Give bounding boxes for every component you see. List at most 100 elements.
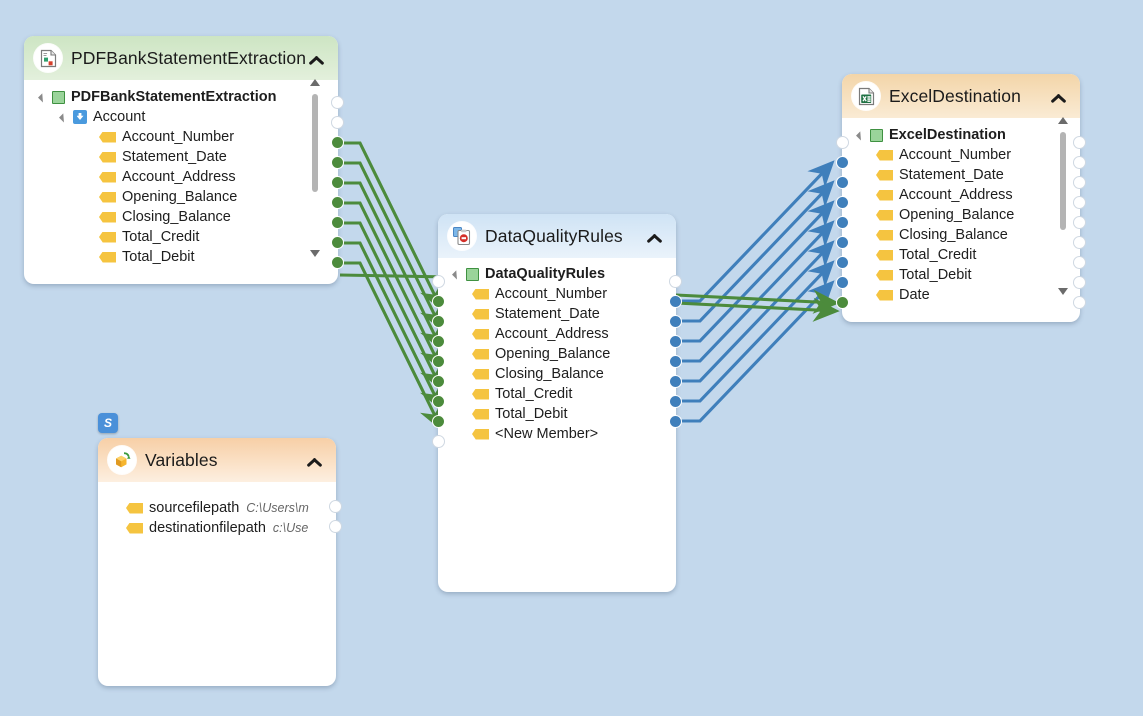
port-out-2[interactable] — [1073, 196, 1086, 209]
expander-icon[interactable] — [38, 90, 52, 104]
port-in-3[interactable] — [836, 216, 849, 229]
port-out-6[interactable] — [669, 415, 682, 428]
port-in-5[interactable] — [836, 256, 849, 269]
port-in-6[interactable] — [432, 415, 445, 428]
tree-row-root[interactable]: ExcelDestination — [842, 125, 1080, 145]
expander-icon[interactable] — [452, 267, 466, 281]
tree-row-field[interactable]: Total_Debit — [438, 404, 676, 424]
node-header[interactable]: ExcelDestination — [842, 74, 1080, 118]
port-out-6[interactable] — [1073, 276, 1086, 289]
tree-row-field[interactable]: Account_Number — [24, 127, 338, 147]
expander-icon[interactable] — [856, 128, 870, 142]
chevron-up-icon[interactable] — [1048, 86, 1068, 106]
node-header[interactable]: PDFBankStatementExtraction — [24, 36, 338, 80]
chevron-up-icon[interactable] — [306, 48, 326, 68]
node-data-quality-rules[interactable]: DataQualityRules DataQualityRules Accoun… — [432, 214, 682, 592]
tree-row-field[interactable]: Closing_Balance — [438, 364, 676, 384]
port-out-5[interactable] — [669, 395, 682, 408]
tree-row-field[interactable]: Statement_Date — [24, 147, 338, 167]
tree-row-field[interactable]: Closing_Balance — [24, 207, 338, 227]
port-in-0[interactable] — [432, 295, 445, 308]
tree-row-field[interactable]: Opening_Balance — [24, 187, 338, 207]
port-out-4[interactable] — [331, 216, 344, 229]
port-out-1[interactable] — [331, 156, 344, 169]
port-out-0[interactable] — [1073, 156, 1086, 169]
port-out-1[interactable] — [1073, 176, 1086, 189]
port-root-in[interactable] — [432, 275, 445, 288]
port-in-5[interactable] — [432, 395, 445, 408]
tree-row-field[interactable]: <New Member> — [438, 424, 676, 444]
tree-row-field[interactable]: Total_Credit — [438, 384, 676, 404]
tree-row-field[interactable]: Total_Debit — [24, 247, 338, 267]
port-root-out[interactable] — [331, 96, 344, 109]
port-in-6[interactable] — [836, 276, 849, 289]
vertical-scrollbar[interactable] — [1056, 117, 1070, 295]
tree-row-field[interactable]: Account_Number — [438, 284, 676, 304]
port-sourcefilepath-out[interactable] — [329, 500, 342, 513]
tree-row-root[interactable]: DataQualityRules — [438, 264, 676, 284]
port-in-1[interactable] — [836, 176, 849, 189]
port-out-1[interactable] — [669, 315, 682, 328]
port-out-4[interactable] — [1073, 236, 1086, 249]
tree-row-field[interactable]: Statement_Date — [842, 165, 1080, 185]
tree-row-field[interactable]: Account_Address — [438, 324, 676, 344]
tree-row-field[interactable]: Date — [842, 285, 1080, 305]
port-out-3[interactable] — [669, 355, 682, 368]
node-header[interactable]: DataQualityRules — [438, 214, 676, 258]
scrollbar-thumb[interactable] — [1060, 132, 1066, 230]
port-in-4[interactable] — [836, 236, 849, 249]
port-out-7[interactable] — [1073, 296, 1086, 309]
port-root-out[interactable] — [1073, 136, 1086, 149]
port-in-4[interactable] — [432, 375, 445, 388]
port-out-6[interactable] — [331, 256, 344, 269]
port-out-5[interactable] — [331, 236, 344, 249]
scroll-up-arrow-icon[interactable] — [1058, 117, 1068, 124]
port-out-5[interactable] — [1073, 256, 1086, 269]
port-root-in[interactable] — [836, 136, 849, 149]
port-in-1[interactable] — [432, 315, 445, 328]
scroll-down-arrow-icon[interactable] — [310, 250, 320, 257]
port-out-4[interactable] — [669, 375, 682, 388]
tree-row-field[interactable]: Account_Address — [842, 185, 1080, 205]
scrollbar-thumb[interactable] — [312, 94, 318, 192]
scroll-down-arrow-icon[interactable] — [1058, 288, 1068, 295]
port-group-out[interactable] — [331, 116, 344, 129]
tree-row-field[interactable]: Account_Address — [24, 167, 338, 187]
port-out-0[interactable] — [331, 136, 344, 149]
node-pdf-bank-statement-extraction[interactable]: PDFBankStatementExtraction PDFBankStatem… — [24, 36, 344, 284]
scroll-up-arrow-icon[interactable] — [310, 79, 320, 86]
tree-row-field[interactable]: Statement_Date — [438, 304, 676, 324]
expander-icon[interactable] — [59, 110, 73, 124]
port-out-3[interactable] — [1073, 216, 1086, 229]
chevron-up-icon[interactable] — [644, 226, 664, 246]
node-header[interactable]: Variables — [98, 438, 336, 482]
port-in-7[interactable] — [836, 296, 849, 309]
port-in-2[interactable] — [432, 335, 445, 348]
port-in-3[interactable] — [432, 355, 445, 368]
port-root-out[interactable] — [669, 275, 682, 288]
port-in-2[interactable] — [836, 196, 849, 209]
port-destinationfilepath-out[interactable] — [329, 520, 342, 533]
port-out-3[interactable] — [331, 196, 344, 209]
tree-row-field[interactable]: Opening_Balance — [842, 205, 1080, 225]
tree-row-group[interactable]: Account — [24, 107, 338, 127]
tree-row-root[interactable]: PDFBankStatementExtraction — [24, 87, 338, 107]
tree-row-field[interactable]: Opening_Balance — [438, 344, 676, 364]
port-new-member-in[interactable] — [432, 435, 445, 448]
tree-row-field[interactable]: Total_Credit — [842, 245, 1080, 265]
tree-row-field[interactable]: Total_Credit — [24, 227, 338, 247]
tree-row-field[interactable]: Account_Number — [842, 145, 1080, 165]
tree-row-field[interactable]: Total_Debit — [842, 265, 1080, 285]
node-excel-destination[interactable]: ExcelDestination ExcelDestination Accoun… — [836, 74, 1086, 322]
port-out-2[interactable] — [669, 335, 682, 348]
tree-row-field[interactable]: Closing_Balance — [842, 225, 1080, 245]
chevron-up-icon[interactable] — [304, 450, 324, 470]
port-out-0[interactable] — [669, 295, 682, 308]
vertical-scrollbar[interactable] — [308, 79, 322, 257]
status-badge-s[interactable]: S — [98, 413, 118, 433]
port-out-2[interactable] — [331, 176, 344, 189]
